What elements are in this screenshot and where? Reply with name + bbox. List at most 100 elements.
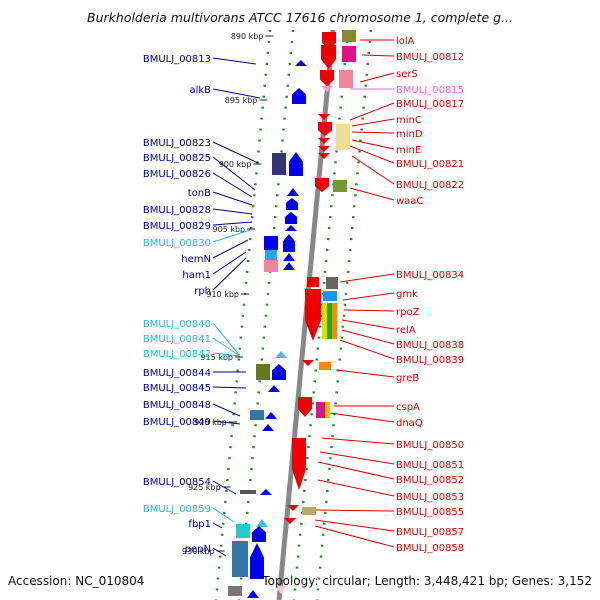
- gene-label-bmulj_00854[interactable]: BMULJ_00854: [143, 477, 211, 488]
- leader-line: [212, 229, 251, 243]
- feature-block: [323, 291, 337, 301]
- gene-label-mine[interactable]: minE: [396, 145, 421, 156]
- dotted-guide-line: [214, 29, 272, 600]
- feature-block: [232, 541, 248, 577]
- gene-label-fbp1[interactable]: fbp1: [188, 519, 211, 530]
- gene-label-greb[interactable]: greB: [396, 373, 419, 384]
- gene-label-bmulj_00838[interactable]: BMULJ_00838: [396, 340, 464, 351]
- gene-label-bmulj_00857[interactable]: BMULJ_00857: [396, 527, 464, 538]
- gene-label-pepn[interactable]: pepN: [185, 544, 211, 555]
- leader-line: [341, 319, 395, 330]
- gene-label-ham1[interactable]: ham1: [182, 270, 211, 281]
- gene-label-rpoz[interactable]: rpoZ: [396, 307, 420, 318]
- tick-label: 915 kbp: [200, 353, 233, 362]
- leader-line: [321, 437, 395, 445]
- forward-gene-arrow: [285, 225, 297, 231]
- leader-line: [212, 480, 237, 495]
- leader-line: [212, 208, 253, 215]
- gene-label-alkb[interactable]: alkB: [189, 85, 211, 96]
- gene-label-bmulj_00850[interactable]: BMULJ_00850: [396, 440, 464, 451]
- gene-label-bmulj_00821[interactable]: BMULJ_00821: [396, 159, 464, 170]
- feature-block: [240, 490, 256, 494]
- reverse-gene-arrow: [318, 153, 330, 159]
- leader-line: [212, 88, 261, 99]
- gene-label-bmulj_00813[interactable]: BMULJ_00813: [143, 54, 211, 65]
- reverse-gene-arrow: [292, 438, 306, 490]
- forward-gene-arrow: [283, 234, 295, 252]
- gene-label-bmulj_00848[interactable]: BMULJ_00848: [143, 400, 211, 411]
- gene-label-bmulj_00859[interactable]: BMULJ_00859: [143, 504, 211, 515]
- gene-label-bmulj_00825[interactable]: BMULJ_00825: [143, 153, 211, 164]
- gene-label-bmulj_00852[interactable]: BMULJ_00852: [396, 475, 464, 486]
- gene-label-rph[interactable]: rph: [194, 286, 211, 297]
- tick-label: 895 kbp: [225, 96, 258, 105]
- gene-label-cspa[interactable]: cspA: [396, 402, 420, 413]
- leader-line: [314, 519, 395, 532]
- leader-line: [314, 525, 395, 548]
- gene-label-bmulj_00840[interactable]: BMULJ_00840: [143, 319, 211, 330]
- gene-label-bmulj_00853[interactable]: BMULJ_00853: [396, 492, 464, 503]
- gene-label-bmulj_00855[interactable]: BMULJ_00855: [396, 507, 464, 518]
- forward-gene-arrow: [295, 60, 307, 66]
- reverse-gene-arrow: [284, 518, 296, 524]
- forward-gene-arrow: [262, 424, 274, 431]
- gene-label-gmk[interactable]: gmk: [396, 289, 418, 300]
- gene-label-bmulj_00828[interactable]: BMULJ_00828: [143, 205, 211, 216]
- forward-gene-arrow: [250, 543, 264, 579]
- feature-block: [333, 180, 347, 192]
- gene-label-bmulj_00829[interactable]: BMULJ_00829: [143, 221, 211, 232]
- reverse-gene-arrow: [275, 586, 287, 594]
- gene-label-mind[interactable]: minD: [396, 129, 423, 140]
- gene-label-hemn[interactable]: hemN: [181, 254, 211, 265]
- tick-label: 900 kbp: [219, 160, 252, 169]
- leader-line: [317, 479, 395, 497]
- gene-label-tonb[interactable]: tonB: [188, 188, 211, 199]
- gene-label-lola[interactable]: lolA: [396, 36, 415, 47]
- reverse-gene-arrow: [287, 505, 299, 511]
- feature-block: [342, 30, 356, 42]
- feature-block: [302, 507, 316, 515]
- gene-label-bmulj_00842[interactable]: BMULJ_00842: [143, 349, 211, 360]
- gene-label-bmulj_00841[interactable]: BMULJ_00841: [143, 334, 211, 345]
- gene-label-dnaq[interactable]: dnaQ: [396, 418, 423, 429]
- leader-line: [212, 156, 256, 191]
- feature-block: [339, 70, 353, 88]
- gene-label-bmulj_00817[interactable]: BMULJ_00817: [396, 99, 464, 110]
- gene-label-bmulj_00845[interactable]: BMULJ_00845: [143, 383, 211, 394]
- gene-label-bmulj_00839[interactable]: BMULJ_00839: [396, 355, 464, 366]
- gene-label-bmulj_00844[interactable]: BMULJ_00844: [143, 368, 211, 379]
- gene-label-bmulj_00826[interactable]: BMULJ_00826: [143, 169, 211, 180]
- feature-block: [307, 277, 319, 287]
- reverse-gene-arrow: [321, 86, 333, 92]
- gene-label-bmulj_00849[interactable]: BMULJ_00849: [143, 417, 211, 428]
- leader-line: [212, 221, 253, 226]
- forward-gene-arrow: [285, 212, 297, 224]
- feature-block: [228, 586, 242, 596]
- gene-label-bmulj_00851[interactable]: BMULJ_00851: [396, 460, 464, 471]
- topology-text: Topology: circular; Length: 3,448,421 bp…: [262, 574, 592, 588]
- forward-gene-arrow: [268, 385, 280, 392]
- forward-gene-arrow: [256, 519, 268, 527]
- gene-labels[interactable]: BMULJ_00813alkBBMULJ_00823BMULJ_00825BMU…: [143, 36, 464, 555]
- gene-label-bmulj_00812[interactable]: BMULJ_00812: [396, 52, 464, 63]
- gene-label-bmulj_00815[interactable]: BMULJ_00815: [396, 85, 464, 96]
- gene-label-bmulj_00822[interactable]: BMULJ_00822: [396, 180, 464, 191]
- gene-label-bmulj_00834[interactable]: BMULJ_00834: [396, 270, 464, 281]
- gene-label-sers[interactable]: serS: [396, 69, 418, 80]
- leader-line: [339, 273, 395, 283]
- leader-line: [351, 155, 395, 185]
- forward-gene-arrow: [247, 590, 259, 598]
- gene-label-waac[interactable]: waaC: [396, 196, 423, 207]
- leader-line: [349, 102, 395, 121]
- gene-label-bmulj_00823[interactable]: BMULJ_00823: [143, 138, 211, 149]
- leader-line: [212, 239, 249, 259]
- leader-line: [212, 57, 257, 65]
- feature-block: [250, 410, 264, 420]
- forward-gene-arrow: [287, 188, 299, 196]
- gene-label-bmulj_00830[interactable]: BMULJ_00830: [143, 238, 211, 249]
- gene-label-minc[interactable]: minC: [396, 115, 422, 126]
- gene-label-rela[interactable]: relA: [396, 325, 416, 336]
- leader-line: [351, 118, 395, 127]
- gene-label-bmulj_00858[interactable]: BMULJ_00858: [396, 543, 464, 554]
